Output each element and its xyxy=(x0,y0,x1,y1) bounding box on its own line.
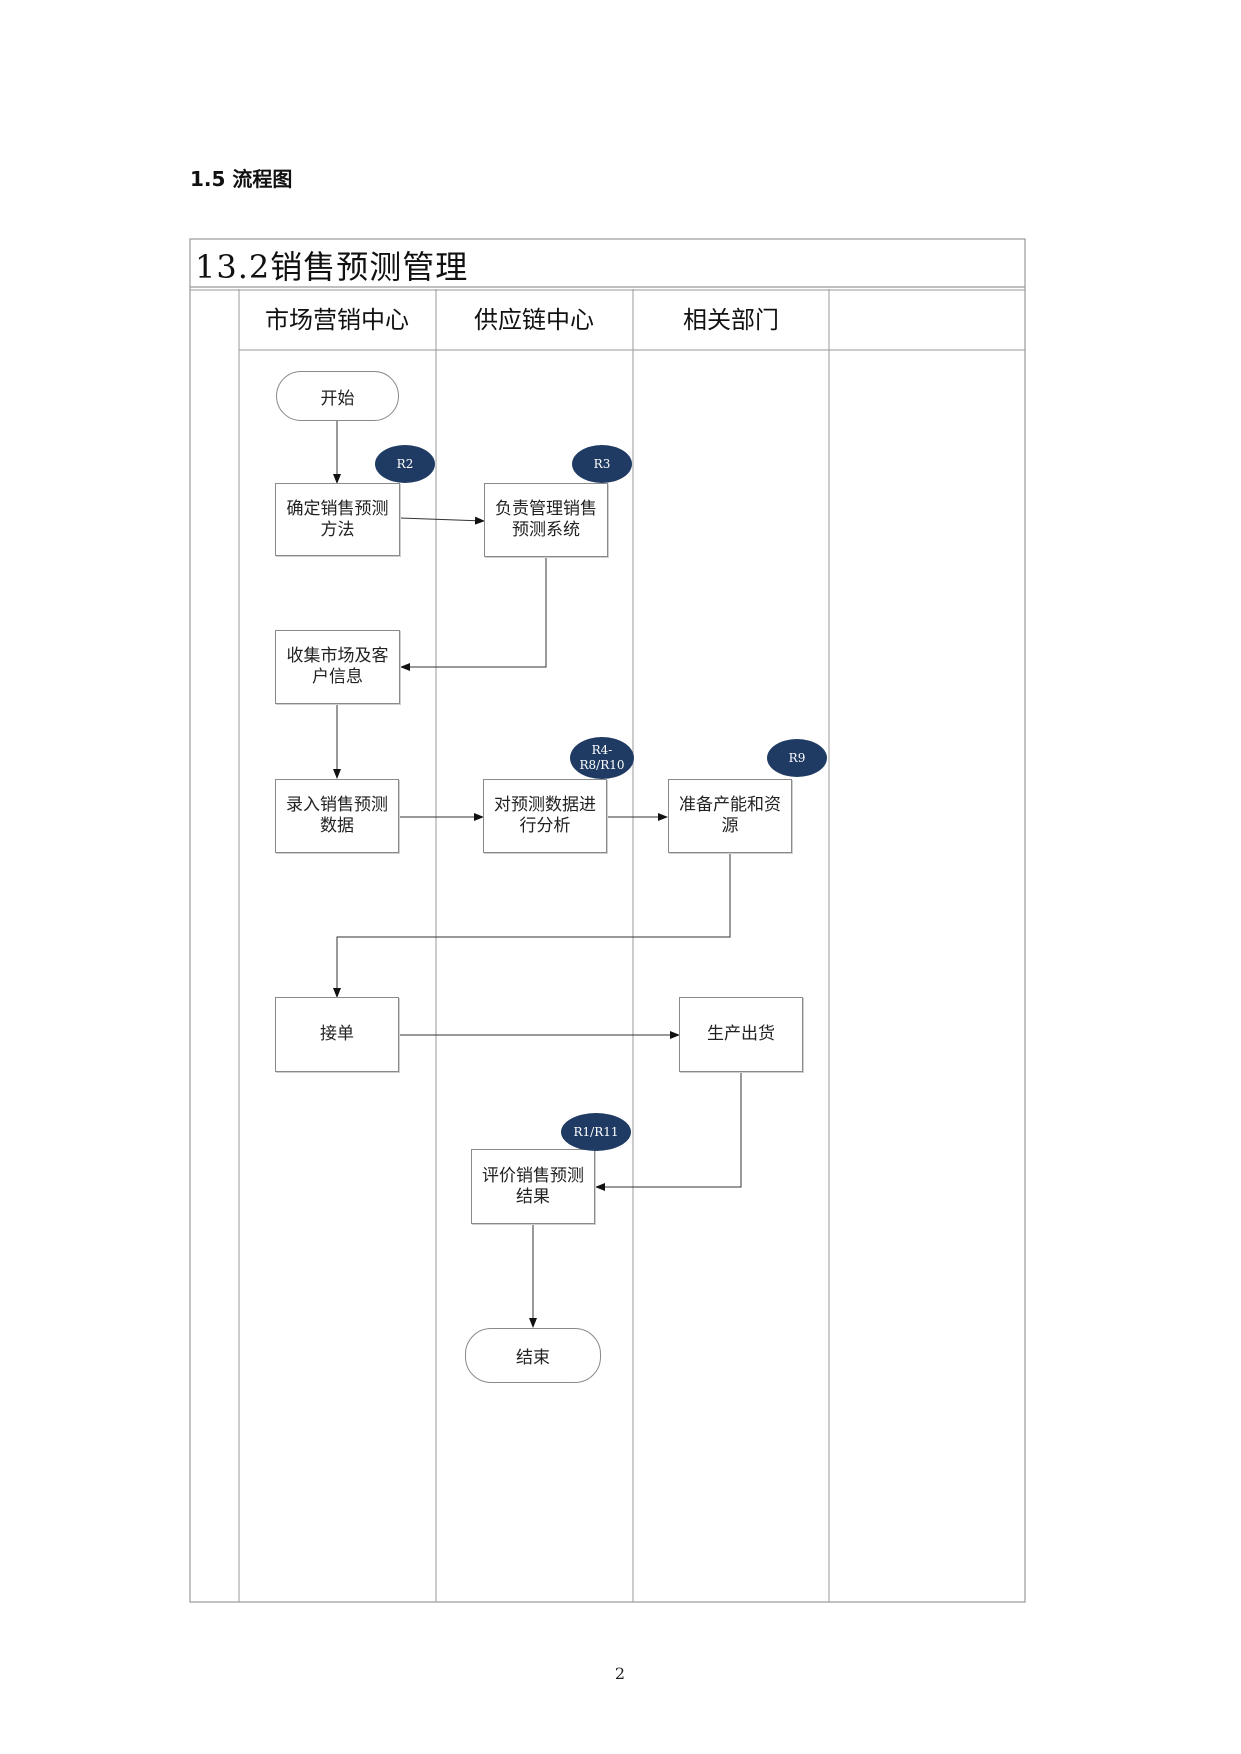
badge-r9: R9 xyxy=(767,739,827,777)
process-evaluate-result[interactable]: 评价销售预测结果 xyxy=(471,1149,595,1224)
process-produce-ship[interactable]: 生产出货 xyxy=(679,997,803,1072)
badge-r4-line2: R8/R10 xyxy=(579,758,625,772)
process-manage-system[interactable]: 负责管理销售预测系统 xyxy=(484,483,608,557)
connector-produce-to-evaluate xyxy=(595,1073,742,1191)
badge-r2: R2 xyxy=(375,445,435,483)
process-analyze-data[interactable]: 对预测数据进行分析 xyxy=(483,779,607,853)
process-prepare-capacity[interactable]: 准备产能和资源 xyxy=(668,779,792,853)
lane-header-marketing: 市场营销中心 xyxy=(265,306,409,334)
connector-system-to-collect xyxy=(400,557,547,671)
diagram-frame xyxy=(189,238,1026,1603)
badge-r4-r8-r10: R4- R8/R10 xyxy=(570,737,634,779)
lane-header-blank xyxy=(829,300,1025,334)
process-enter-data[interactable]: 录入销售预测数据 xyxy=(275,779,399,853)
lane-header-supply-chain: 供应链中心 xyxy=(474,306,594,334)
connector-method-to-system xyxy=(399,516,485,525)
badge-r4-line1: R4- xyxy=(591,743,613,757)
end-node[interactable]: 结束 xyxy=(465,1328,601,1383)
badge-r1-r11: R1/R11 xyxy=(561,1113,631,1151)
page-number: 2 xyxy=(614,1664,626,1683)
process-collect-info[interactable]: 收集市场及客户信息 xyxy=(275,630,400,704)
process-determine-method[interactable]: 确定销售预测方法 xyxy=(275,483,400,556)
process-receive-order[interactable]: 接单 xyxy=(275,997,399,1072)
badge-r3: R3 xyxy=(572,445,632,483)
swimlane-diagram xyxy=(189,238,1026,1603)
lane-header-related-dept: 相关部门 xyxy=(683,306,779,334)
start-node[interactable]: 开始 xyxy=(276,371,399,421)
connector-prepare-to-order xyxy=(333,853,731,998)
diagram-title: 13.2销售预测管理 xyxy=(195,248,469,286)
section-title: 1.5 流程图 xyxy=(190,167,293,191)
